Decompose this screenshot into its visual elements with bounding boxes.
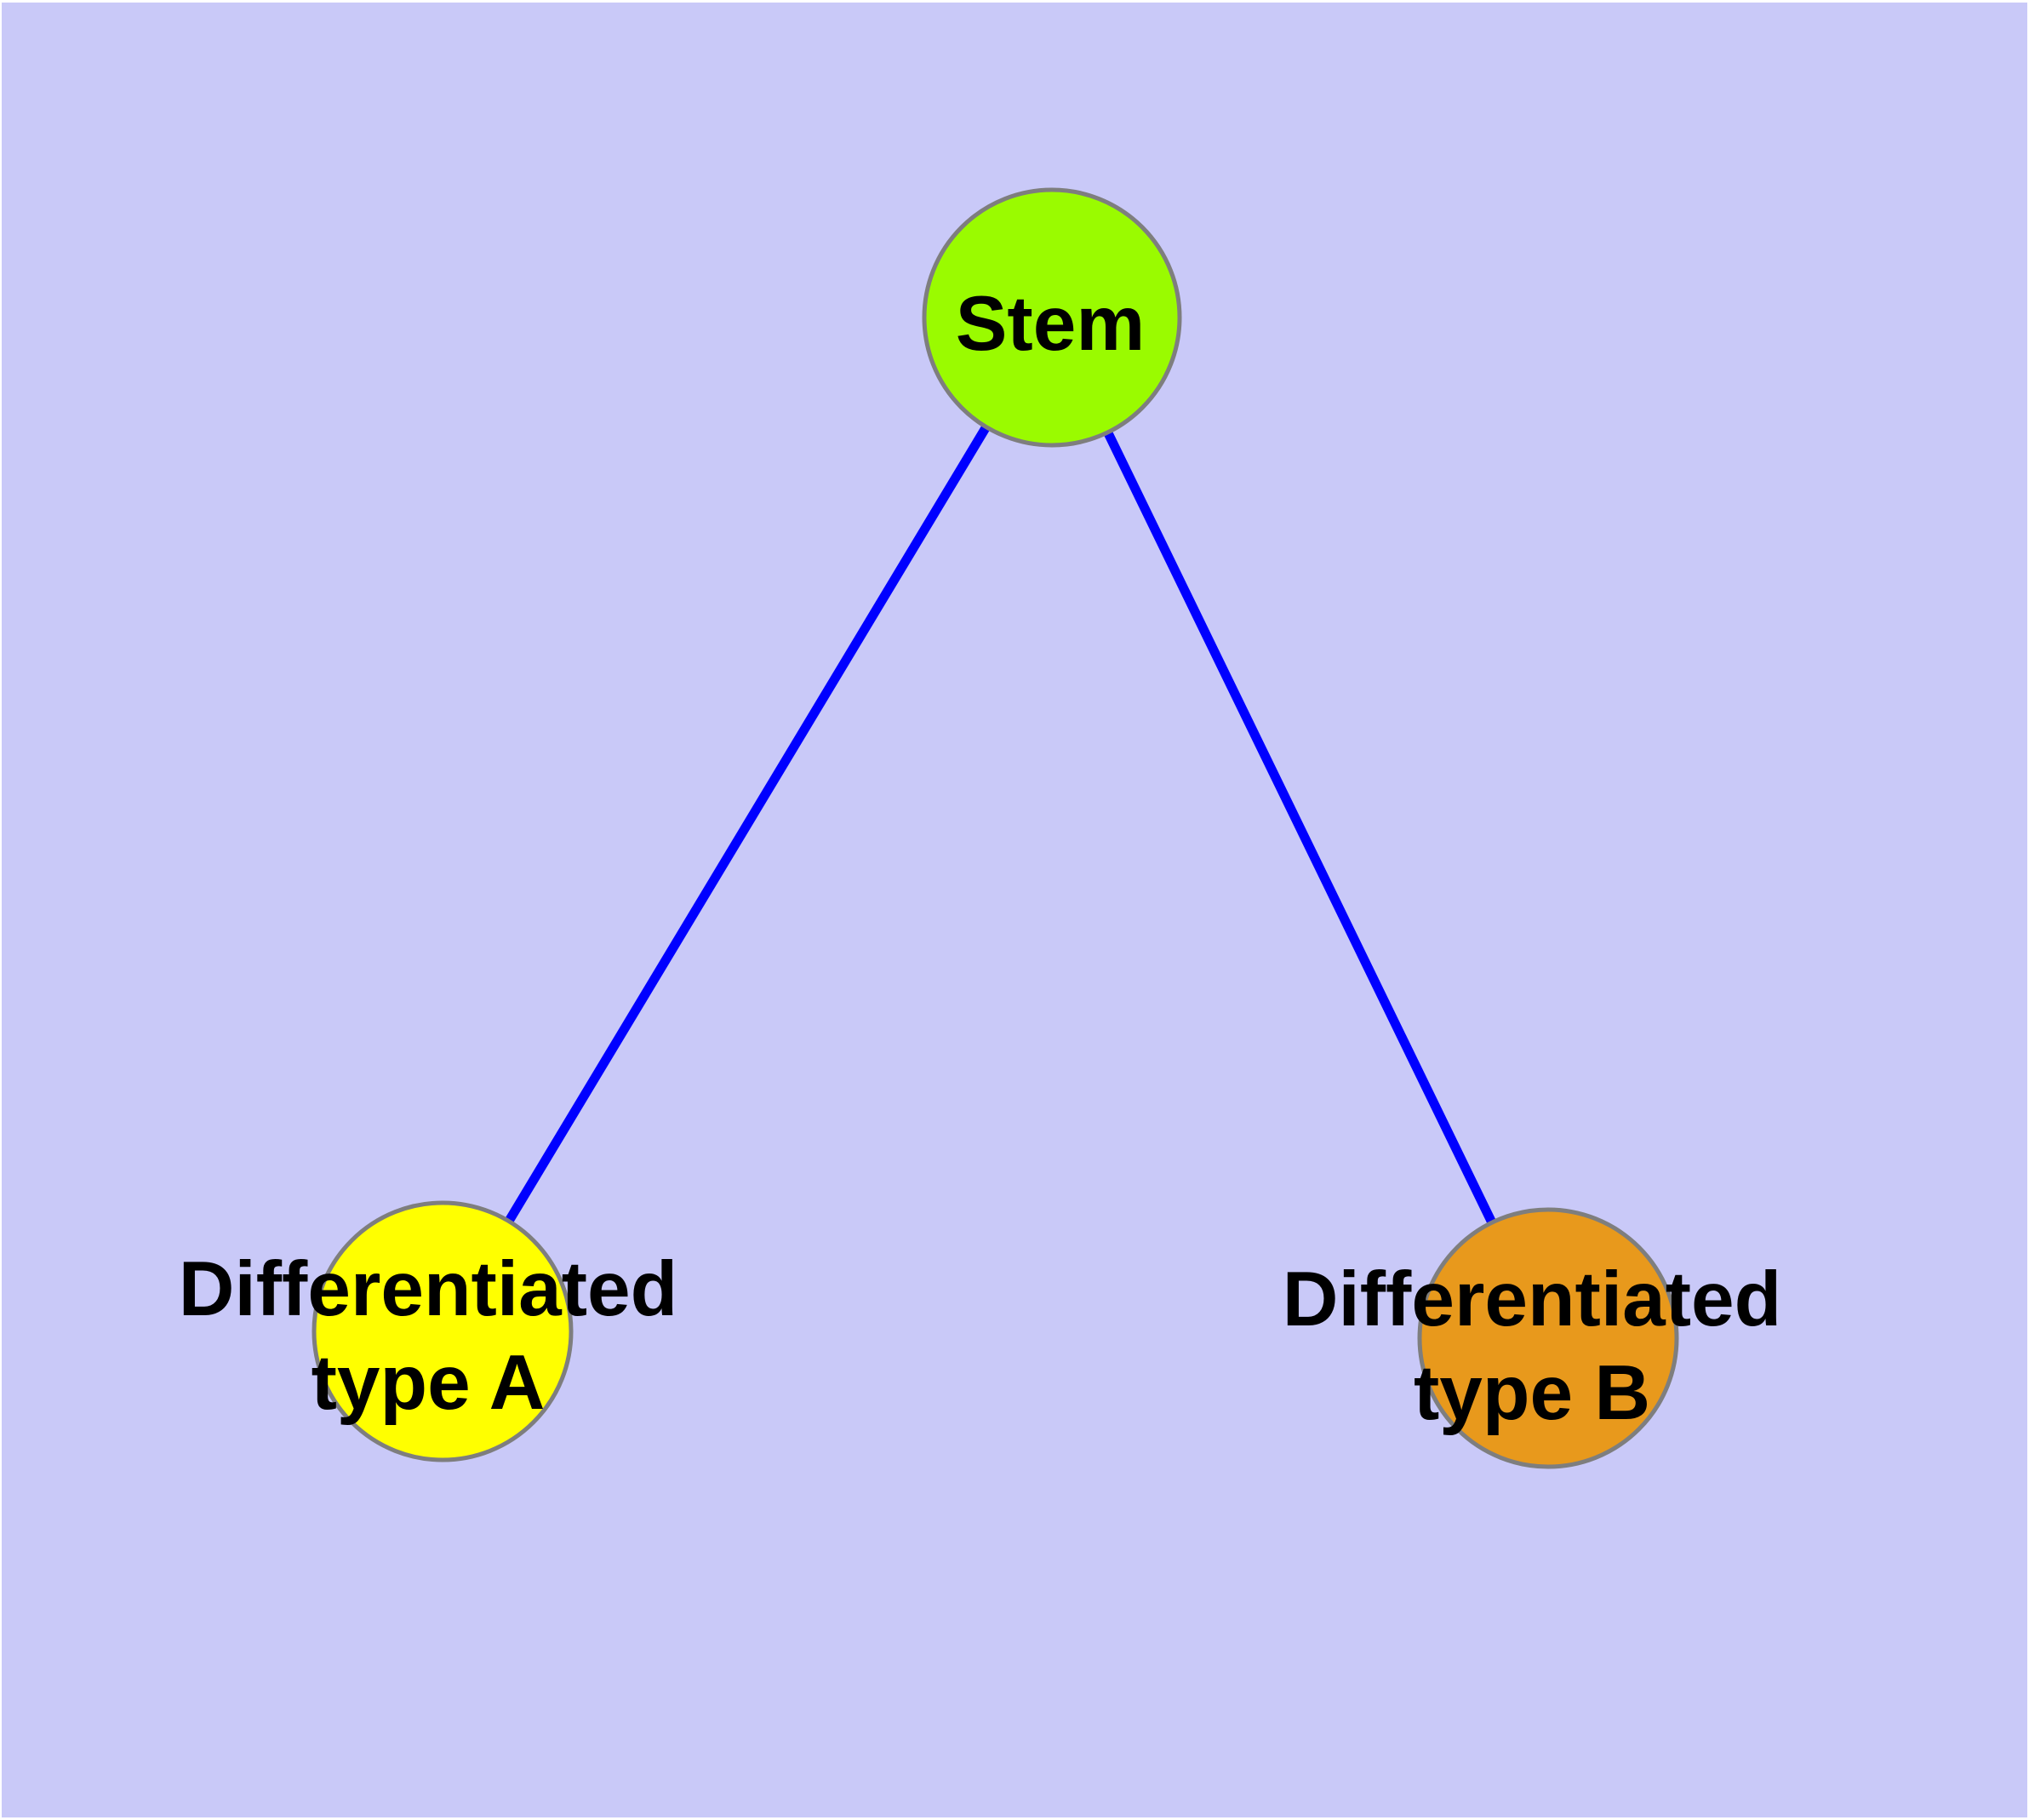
node-type-b-label-line1: Differentiated — [1283, 1256, 1782, 1342]
node-type-a-label-line2: type A — [311, 1340, 546, 1426]
node-type-b-label-line2: type B — [1414, 1350, 1650, 1436]
node-differentiated-type-b — [1417, 1207, 1679, 1469]
node-stem — [922, 187, 1182, 448]
edges-layer — [438, 315, 1552, 1341]
node-differentiated-type-a — [311, 1200, 574, 1462]
edge-stem-to-type-a — [438, 315, 1056, 1334]
edge-stem-to-type-b — [1048, 315, 1552, 1341]
labels-layer: Stem Differentiated type A Differentiate… — [179, 281, 1782, 1436]
nodes-layer — [311, 187, 1679, 1469]
node-type-a-label-line1: Differentiated — [179, 1246, 678, 1332]
node-stem-label: Stem — [956, 281, 1146, 367]
